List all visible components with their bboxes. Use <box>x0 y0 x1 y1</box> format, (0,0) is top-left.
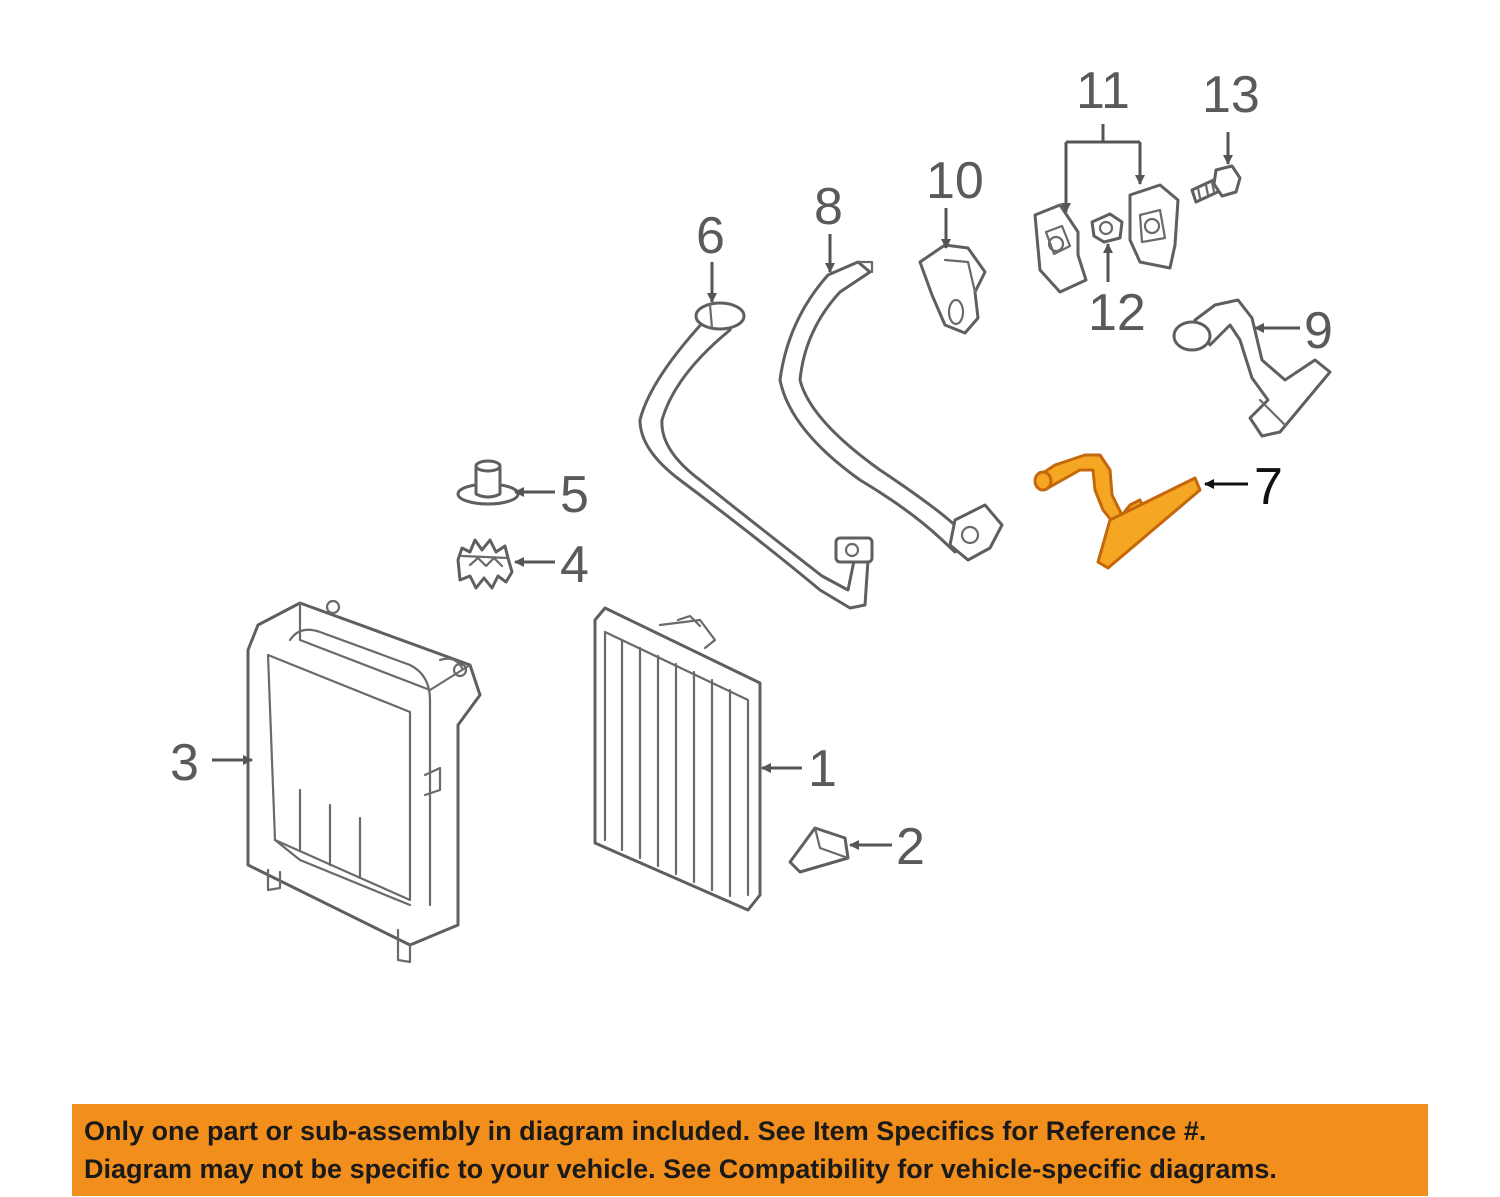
part-3-shroud-frame <box>246 599 482 964</box>
part-4-grommet <box>456 538 514 590</box>
part-6-hose <box>638 301 874 610</box>
disclaimer-line-1: Only one part or sub-assembly in diagram… <box>84 1116 1207 1146</box>
part-12-nut <box>1090 212 1124 244</box>
callout-6: 6 <box>696 207 725 265</box>
disclaimer-banner: Only one part or sub-assembly in diagram… <box>72 1104 1428 1196</box>
disclaimer-line-2: Diagram may not be specific to your vehi… <box>84 1154 1277 1184</box>
callout-labels: 1 2 3 4 5 6 7 8 9 10 11 12 13 <box>170 62 1333 876</box>
part-13-bolt <box>1190 164 1242 204</box>
callout-13: 13 <box>1202 66 1260 124</box>
callout-12: 12 <box>1088 284 1146 342</box>
callout-10: 10 <box>926 152 984 210</box>
part-2-bracket <box>788 826 850 874</box>
callout-8: 8 <box>814 178 843 236</box>
exploded-parts-diagram: 1 2 3 4 5 6 7 8 9 10 11 12 13 <box>170 62 1333 964</box>
callout-11: 11 <box>1076 62 1130 120</box>
part-7-hose-highlighted <box>1033 453 1202 570</box>
callout-3: 3 <box>170 734 199 792</box>
callout-2: 2 <box>896 818 925 876</box>
part-10-bracket <box>918 243 987 335</box>
leader-lines <box>212 124 1300 850</box>
callout-5: 5 <box>560 466 589 524</box>
callout-1: 1 <box>808 740 837 798</box>
callout-9: 9 <box>1304 302 1333 360</box>
part-8-hose <box>778 260 1004 562</box>
part-11-brackets <box>1033 183 1180 294</box>
callout-4: 4 <box>560 536 589 594</box>
callout-7: 7 <box>1254 458 1283 516</box>
part-9-hose <box>1172 298 1332 438</box>
part-5-push-pin <box>456 459 520 506</box>
part-1-oil-cooler <box>593 606 762 912</box>
